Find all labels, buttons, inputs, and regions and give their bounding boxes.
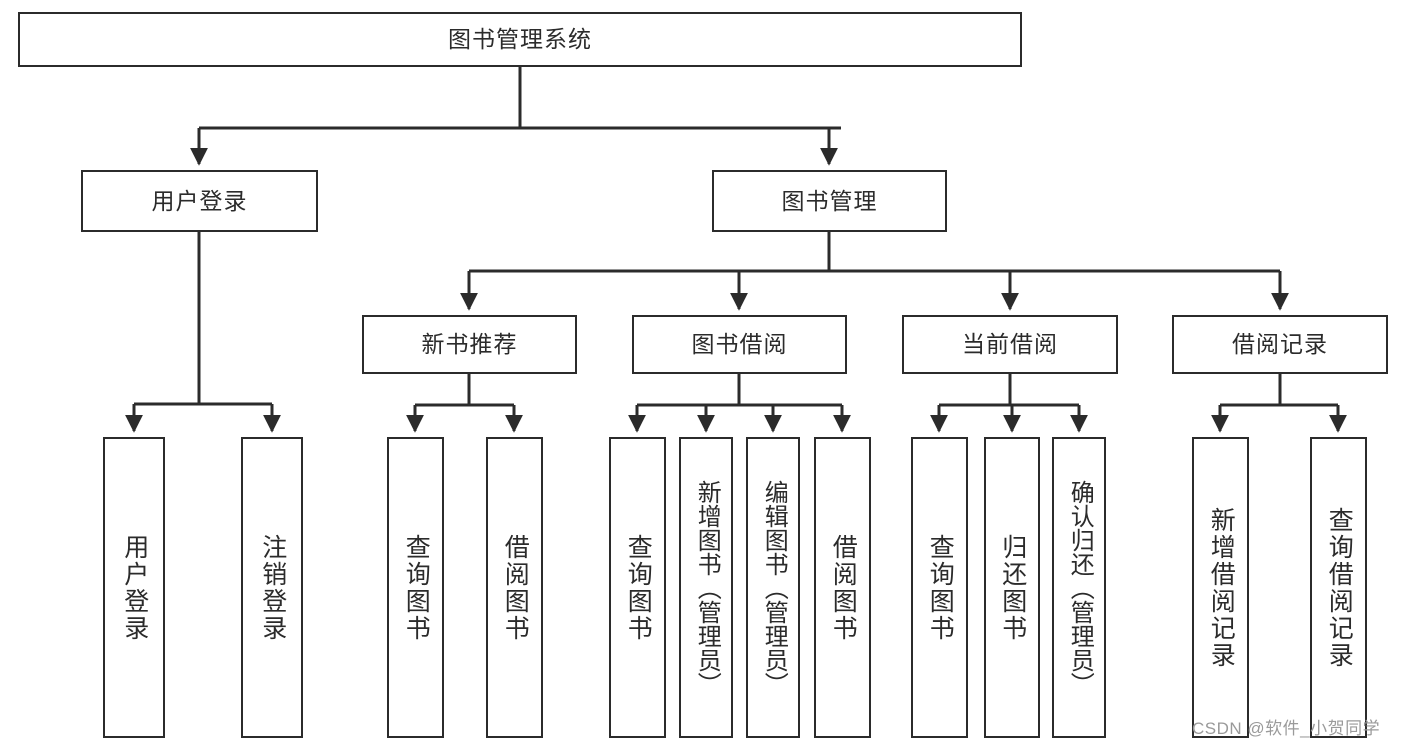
node-label: 用户登录 (151, 187, 248, 214)
node-book-management[interactable]: 图书管理 (712, 170, 947, 232)
node-label: 新书推荐 (421, 331, 518, 357)
node-label: 编辑图书（管理员） (760, 479, 788, 696)
leaf-node[interactable]: 注销登录 (241, 437, 303, 738)
leaf-node[interactable]: 新增借阅记录 (1192, 437, 1249, 738)
node-root-system[interactable]: 图书管理系统 (18, 12, 1022, 67)
leaf-node[interactable]: 归还图书 (984, 437, 1040, 738)
leaf-node[interactable]: 编辑图书（管理员） (746, 437, 800, 738)
node-label: 借阅图书 (501, 533, 530, 642)
node-label: 图书管理系统 (448, 26, 592, 52)
leaf-node[interactable]: 借阅图书 (486, 437, 543, 738)
node-current-borrow[interactable]: 当前借阅 (902, 315, 1118, 374)
leaf-node[interactable]: 查询图书 (387, 437, 444, 738)
node-label: 归还图书 (998, 533, 1027, 642)
node-label: 新增借阅记录 (1207, 506, 1236, 669)
leaf-node[interactable]: 借阅图书 (814, 437, 871, 738)
node-label: 借阅图书 (829, 533, 858, 642)
node-label: 查询图书 (926, 533, 955, 642)
leaf-node[interactable]: 查询借阅记录 (1310, 437, 1367, 738)
node-borrow-record[interactable]: 借阅记录 (1172, 315, 1388, 374)
leaf-node[interactable]: 确认归还（管理员） (1052, 437, 1106, 738)
node-label: 查询图书 (624, 533, 653, 642)
node-label: 借阅记录 (1232, 331, 1328, 357)
leaf-node[interactable]: 用户登录 (103, 437, 165, 738)
node-label: 注销登录 (258, 533, 287, 642)
node-label: 新增图书（管理员） (693, 479, 721, 696)
node-book-borrow[interactable]: 图书借阅 (632, 315, 847, 374)
node-label: 查询图书 (402, 533, 431, 642)
node-label: 图书借阅 (691, 331, 788, 357)
node-new-book-recommend[interactable]: 新书推荐 (362, 315, 577, 374)
node-label: 查询借阅记录 (1325, 506, 1354, 669)
node-label: 用户登录 (120, 533, 149, 642)
leaf-node[interactable]: 查询图书 (911, 437, 968, 738)
leaf-node[interactable]: 新增图书（管理员） (679, 437, 733, 738)
leaf-node[interactable]: 查询图书 (609, 437, 666, 738)
node-label: 当前借阅 (962, 331, 1058, 357)
node-label: 确认归还（管理员） (1066, 479, 1094, 696)
node-user-login[interactable]: 用户登录 (81, 170, 318, 232)
watermark-text: CSDN @软件_小贺同学 (1192, 719, 1381, 738)
node-label: 图书管理 (781, 187, 878, 214)
